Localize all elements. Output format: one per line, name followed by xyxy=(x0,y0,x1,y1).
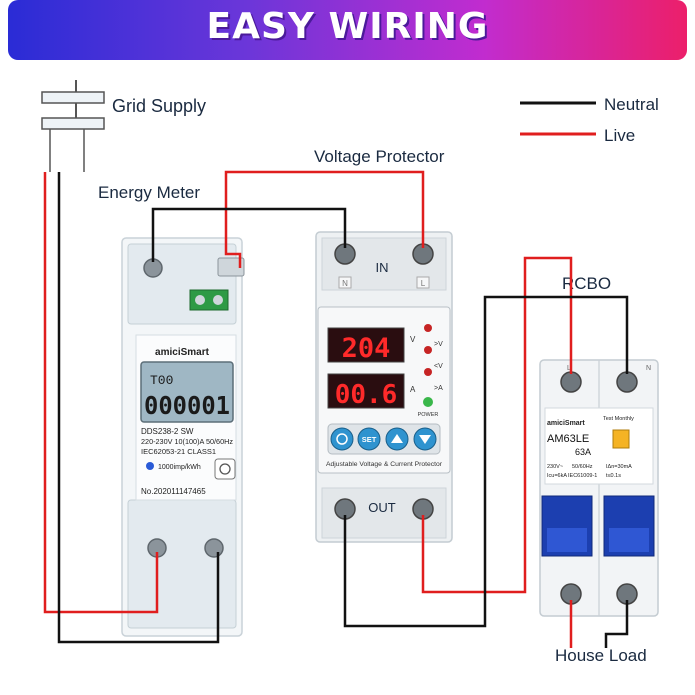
grid-supply-pole xyxy=(41,80,105,172)
legend-neutral-label: Neutral xyxy=(604,95,659,114)
live-wire-protector-to-rcbo xyxy=(421,256,573,594)
protector-n-mark: N xyxy=(342,279,348,288)
meter-display-top: T00 xyxy=(150,373,173,388)
protector-indicator-over-current: >A xyxy=(434,385,443,392)
rcbo-brand: amiciSmart xyxy=(547,420,585,427)
live-wire-grid-to-meter xyxy=(43,172,159,614)
energy-meter xyxy=(121,237,245,637)
protector-voltage-reading: 204 xyxy=(342,333,391,364)
protector-in-label: IN xyxy=(376,260,389,275)
meter-standard: IEC62053-21 CLASS1 xyxy=(141,447,216,456)
neutral-wire-protector-to-rcbo xyxy=(343,295,629,628)
title-banner: EASY WIRING xyxy=(8,0,687,60)
protector-current-unit: A xyxy=(410,385,416,394)
rcbo-rating: 63A xyxy=(575,447,591,457)
meter-impulse: 1000imp/kWh xyxy=(158,464,201,471)
legend-live-label: Live xyxy=(604,126,635,145)
protector-indicator-under-voltage: <V xyxy=(434,363,443,370)
protector-power-label: POWER xyxy=(418,412,439,418)
live-wire-meter-to-protector xyxy=(224,170,425,268)
protector-out-label: OUT xyxy=(368,500,396,515)
protector-voltage-unit: V xyxy=(410,335,416,344)
protector-set-button-label: SET xyxy=(362,435,377,444)
energy-meter-label: Energy Meter xyxy=(98,183,200,202)
meter-rating: 220-230V 10(100)A 50/60Hz xyxy=(141,437,233,446)
rcbo-l-mark: L xyxy=(567,365,571,372)
neutral-wire-grid-to-meter xyxy=(57,172,220,644)
meter-serial: No.202011147465 xyxy=(141,487,206,496)
rcbo-spec-idn: IΔn=30mA xyxy=(606,464,632,470)
protector-caption: Adjustable Voltage & Current Protector xyxy=(326,461,443,468)
rcbo xyxy=(539,359,659,617)
voltage-protector xyxy=(315,231,453,543)
protector-indicator-over-voltage: >V xyxy=(434,341,443,348)
grid-supply-label: Grid Supply xyxy=(112,96,206,116)
rcbo-model: AM63LE xyxy=(547,433,589,445)
rcbo-n-mark: N xyxy=(646,365,651,372)
meter-brand: amiciSmart xyxy=(155,347,210,358)
rcbo-spec-icu: Icu=6kA xyxy=(547,473,567,479)
protector-l-mark: L xyxy=(421,279,426,288)
meter-model: DDS238-2 SW xyxy=(141,427,194,436)
banner-title: EASY WIRING xyxy=(206,6,489,47)
neutral-wire-rcbo-to-load xyxy=(604,600,629,648)
rcbo-spec-trip-time: t≤0.1s xyxy=(606,473,621,479)
house-load-label: House Load xyxy=(555,646,647,665)
neutral-wire-meter-to-protector xyxy=(151,207,347,262)
rcbo-spec-frequency: 50/60Hz xyxy=(572,464,593,470)
voltage-protector-label: Voltage Protector xyxy=(314,147,445,166)
rcbo-test-label: Test Monthly xyxy=(603,416,634,422)
meter-display-value: 000001 xyxy=(144,391,230,420)
rcbo-label: RCBO xyxy=(562,274,611,293)
rcbo-spec-voltage: 230V~ xyxy=(547,464,563,470)
rcbo-spec-standard: IEC61009-1 xyxy=(568,473,597,479)
protector-current-reading: 00.6 xyxy=(335,380,398,410)
